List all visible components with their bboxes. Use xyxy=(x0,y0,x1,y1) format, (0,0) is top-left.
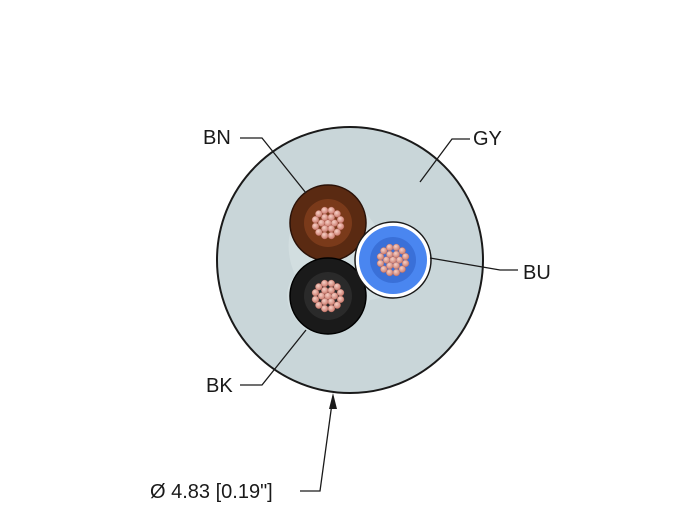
copper-strand xyxy=(398,247,406,255)
copper-strand xyxy=(327,225,335,233)
arrow-up-icon xyxy=(300,393,337,492)
leader-line-bu xyxy=(429,257,518,271)
copper-strand xyxy=(327,279,335,288)
label-gy: GY xyxy=(473,128,502,150)
copper-strand xyxy=(382,256,391,264)
copper-strand xyxy=(315,283,323,291)
copper-strand xyxy=(398,265,406,273)
copper-strand xyxy=(327,213,335,221)
diameter-label: Ø 4.83 [0.19"] xyxy=(150,481,273,503)
copper-strand xyxy=(311,295,320,303)
copper-strand xyxy=(317,219,326,227)
black-conductor xyxy=(289,257,367,335)
copper-strand xyxy=(392,268,400,277)
copper-strand xyxy=(327,298,335,306)
copper-strand xyxy=(333,283,341,291)
copper-strand xyxy=(327,206,335,215)
copper-strand xyxy=(317,292,326,300)
leader-line-gy xyxy=(419,138,470,183)
brown-conductor xyxy=(289,184,367,262)
copper-strand xyxy=(330,292,339,300)
copper-strand xyxy=(321,304,329,313)
copper-strand xyxy=(392,262,400,270)
copper-strand xyxy=(386,250,394,258)
copper-strand xyxy=(333,301,341,309)
copper-strand xyxy=(321,231,329,240)
blue-conductor-strands xyxy=(376,243,410,277)
copper-strand xyxy=(336,289,345,297)
copper-strand xyxy=(392,243,400,252)
copper-strand xyxy=(333,210,341,218)
label-bu: BU xyxy=(523,262,551,284)
leader-line-bk xyxy=(240,329,307,386)
copper-strand xyxy=(321,279,329,288)
copper-strand xyxy=(311,222,320,230)
copper-strand xyxy=(336,216,345,224)
copper-strand xyxy=(321,206,329,215)
copper-strand xyxy=(395,256,404,264)
copper-strand xyxy=(380,247,388,255)
copper-strand xyxy=(376,259,385,267)
copper-strand xyxy=(315,228,323,236)
copper-strand xyxy=(386,268,394,277)
copper-strand xyxy=(321,286,329,294)
leader-line-bn xyxy=(240,137,307,194)
copper-strand xyxy=(376,253,385,261)
black-conductor-strands xyxy=(311,279,345,313)
copper-strand xyxy=(392,250,400,258)
blue-conductor xyxy=(354,221,432,299)
copper-strand xyxy=(327,231,335,240)
copper-strand xyxy=(327,286,335,294)
copper-strand xyxy=(321,213,329,221)
copper-strand xyxy=(311,289,320,297)
copper-strand xyxy=(386,243,394,252)
label-bk: BK xyxy=(206,375,233,397)
copper-strand xyxy=(327,304,335,313)
copper-strand xyxy=(333,228,341,236)
copper-strand xyxy=(311,216,320,224)
copper-strand xyxy=(315,210,323,218)
copper-strand xyxy=(401,253,410,261)
copper-strand xyxy=(315,301,323,309)
copper-strand xyxy=(330,219,339,227)
label-bn: BN xyxy=(203,127,231,149)
copper-strand xyxy=(380,265,388,273)
brown-conductor-strands xyxy=(311,206,345,240)
